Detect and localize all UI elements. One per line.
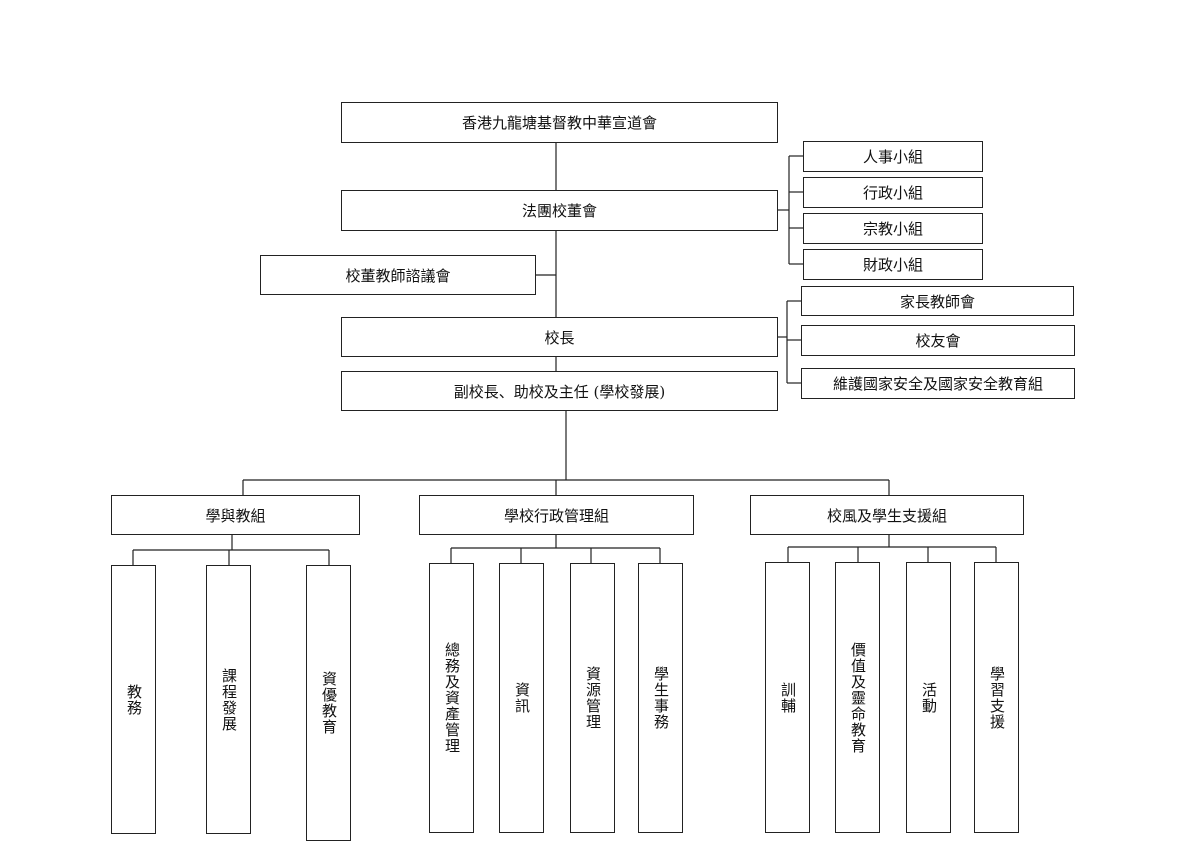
group-admin-management: 學校行政管理組 (419, 495, 694, 535)
consult-label: 校董教師諮議會 (345, 266, 451, 285)
principal-box: 校長 (341, 317, 778, 357)
unit-box: 學習支援 (974, 562, 1019, 833)
unit-box: 訓輔 (765, 562, 810, 833)
board-subgroup-label: 人事小組 (862, 148, 923, 166)
unit-label: 學生事務 (652, 666, 670, 730)
board-subgroup-label: 財政小組 (862, 256, 923, 274)
church-box: 香港九龍塘基督教中華宣道會 (341, 102, 778, 143)
unit-label: 活動 (920, 681, 938, 714)
unit-label: 教務 (125, 683, 143, 716)
unit-label: 訓輔 (779, 681, 797, 714)
alumni-label: 校友會 (915, 332, 961, 350)
unit-box: 教務 (111, 565, 156, 834)
unit-label: 價值及靈命教育 (849, 641, 867, 754)
unit-box: 活動 (906, 562, 951, 833)
national-security-box: 維護國家安全及國家安全教育組 (801, 368, 1075, 399)
vice-box: 副校長、助校及主任 (學校發展) (341, 371, 778, 411)
board-label: 法團校董會 (521, 202, 597, 220)
unit-label: 資優教育 (320, 671, 338, 735)
group-student-support: 校風及學生支援組 (750, 495, 1024, 535)
alumni-box: 校友會 (801, 325, 1075, 356)
unit-box: 資源管理 (570, 563, 615, 833)
unit-label: 總務及資產管理 (443, 642, 461, 754)
unit-box: 學生事務 (638, 563, 683, 833)
board-subgroup-religion: 宗教小組 (803, 213, 983, 244)
board-subgroup-admin: 行政小組 (803, 177, 983, 208)
unit-box: 價值及靈命教育 (835, 562, 880, 833)
vice-label: 副校長、助校及主任 (學校發展) (453, 382, 666, 401)
unit-box: 資優教育 (306, 565, 351, 841)
board-subgroup-label: 行政小組 (862, 184, 923, 202)
group-learning-teaching: 學與教組 (111, 495, 360, 535)
pta-label: 家長教師會 (899, 292, 975, 311)
board-subgroup-label: 宗教小組 (862, 220, 923, 238)
unit-label: 資源管理 (584, 666, 602, 730)
board-box: 法團校董會 (341, 190, 778, 231)
pta-box: 家長教師會 (801, 286, 1074, 316)
group-label: 校風及學生支援組 (826, 506, 947, 525)
unit-label: 資訊 (513, 682, 531, 714)
board-subgroup-personnel: 人事小組 (803, 141, 983, 172)
board-subgroup-finance: 財政小組 (803, 249, 983, 280)
group-label: 學校行政管理組 (503, 506, 609, 525)
unit-box: 總務及資產管理 (429, 563, 474, 833)
unit-box: 課程發展 (206, 565, 251, 834)
principal-label: 校長 (544, 328, 575, 347)
national-security-label: 維護國家安全及國家安全教育組 (832, 375, 1043, 393)
unit-box: 資訊 (499, 563, 544, 833)
group-label: 學與教組 (205, 506, 266, 525)
unit-label: 學習支援 (988, 665, 1006, 730)
consult-box: 校董教師諮議會 (260, 255, 536, 295)
church-label: 香港九龍塘基督教中華宣道會 (461, 114, 657, 132)
unit-label: 課程發展 (220, 667, 238, 732)
